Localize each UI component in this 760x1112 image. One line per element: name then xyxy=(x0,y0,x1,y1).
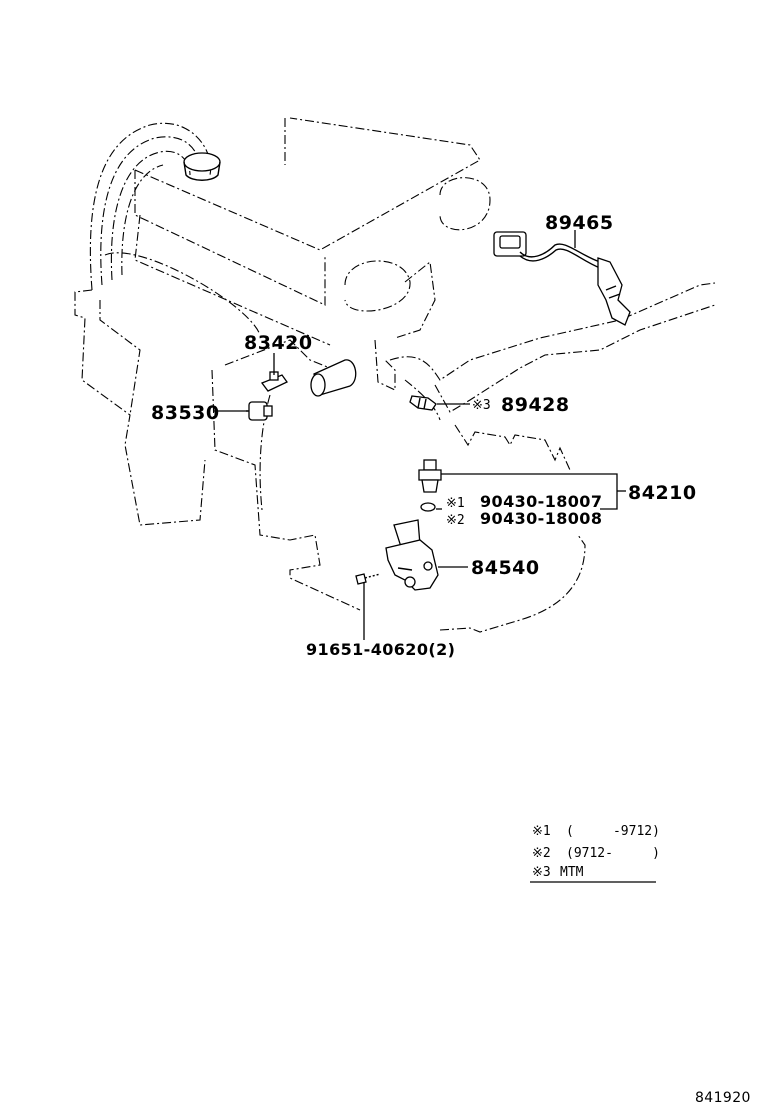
note-3-text: MTM xyxy=(560,865,584,880)
applicability-notes: ※1 ( -9712) ※2 (9712- ) ※3 MTM xyxy=(530,824,660,883)
oil-pressure-switch xyxy=(246,401,273,421)
note-2-text: (9712- ) xyxy=(566,846,660,861)
label-89428: 89428 xyxy=(501,394,570,416)
label-90430-18008-ref: ※2 xyxy=(446,513,465,528)
label-90430-18008: 90430-18008 xyxy=(480,509,602,528)
label-90430-18007: 90430-18007 xyxy=(480,492,602,511)
bolt xyxy=(355,573,381,585)
cam-position-sensor xyxy=(385,519,439,591)
engine-phantom-outline xyxy=(74,117,716,633)
oxygen-sensor xyxy=(493,231,631,326)
label-91651-40620: 91651-40620(2) xyxy=(306,640,455,659)
label-83420: 83420 xyxy=(244,332,313,354)
temperature-sensor xyxy=(409,395,437,411)
figure-id: 841920 xyxy=(695,1090,751,1106)
note-1-ref: ※1 xyxy=(532,824,551,839)
note-1-text: ( -9712) xyxy=(566,824,660,839)
label-84540: 84540 xyxy=(471,557,540,579)
knock-sensor xyxy=(418,459,442,512)
label-90430-18007-ref: ※1 xyxy=(446,496,465,511)
label-89465: 89465 xyxy=(545,212,614,234)
label-89428-ref: ※3 xyxy=(472,398,491,413)
oil-filler-cap xyxy=(183,152,221,181)
thermostat-housing xyxy=(310,359,357,397)
note-3-ref: ※3 xyxy=(532,865,551,880)
label-83530: 83530 xyxy=(151,402,220,424)
note-2-ref: ※2 xyxy=(532,846,551,861)
label-84210: 84210 xyxy=(628,482,697,504)
